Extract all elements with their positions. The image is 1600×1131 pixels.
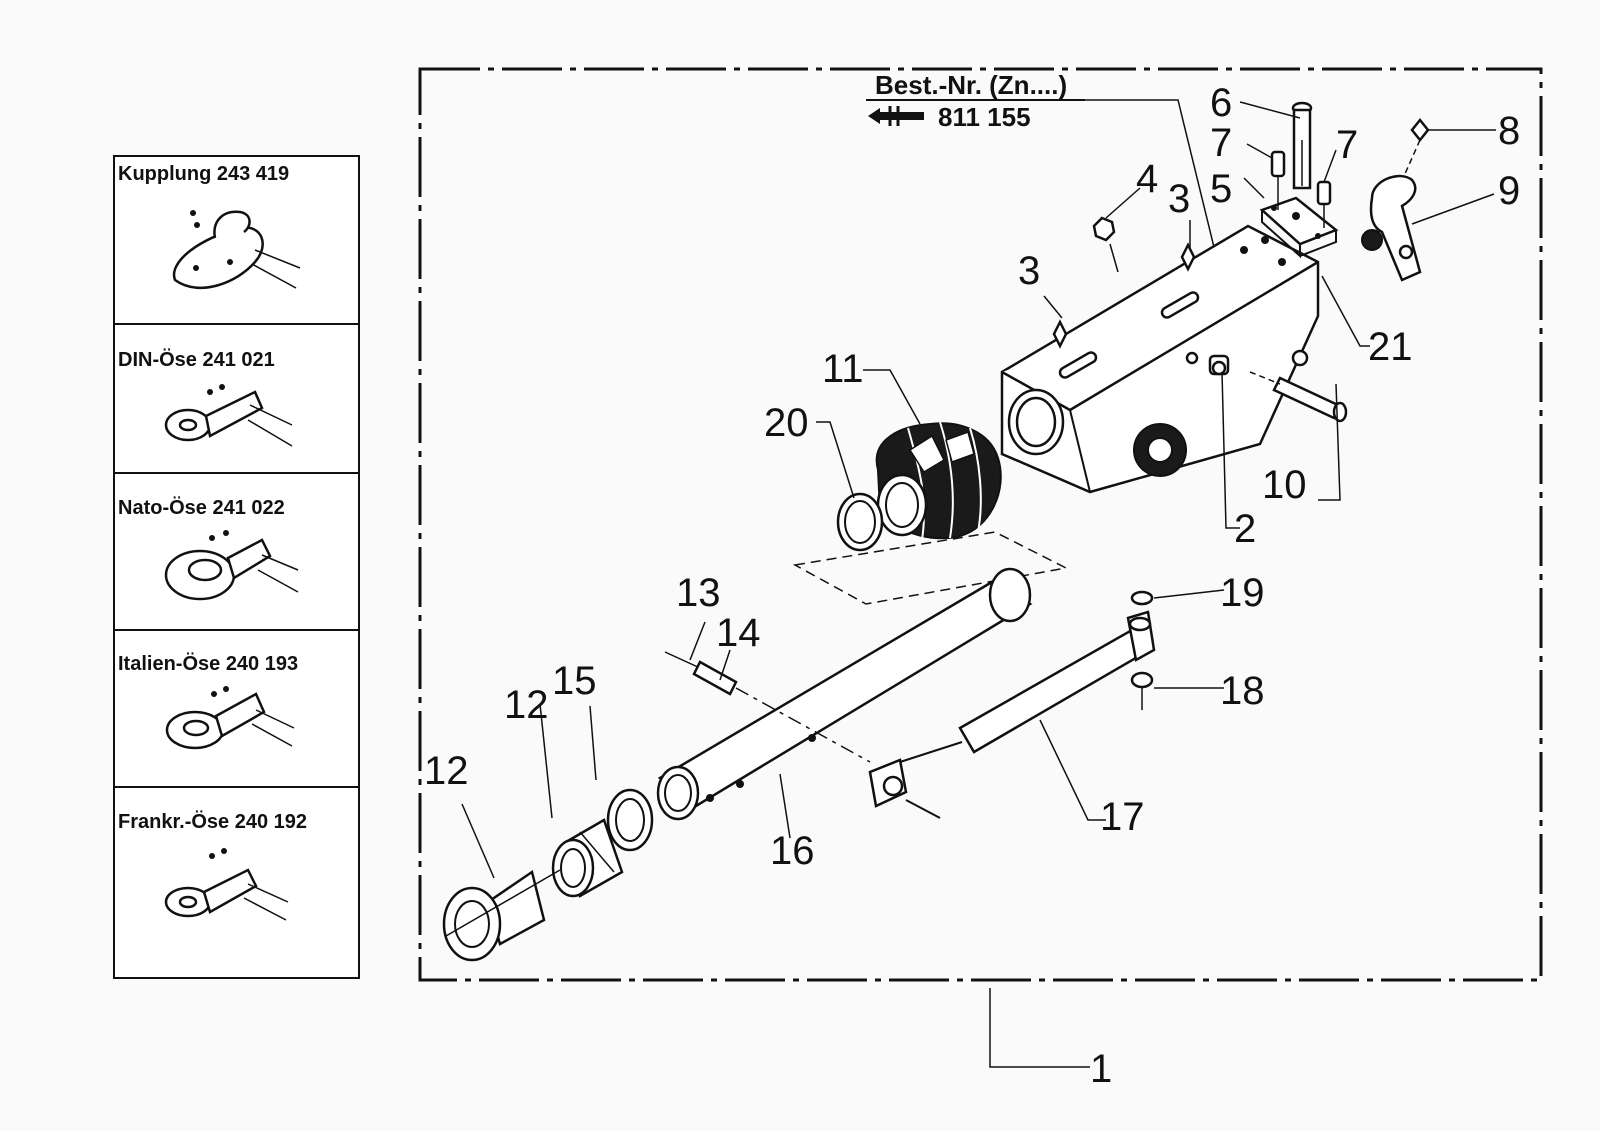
- screw-part: [1052, 242, 1196, 349]
- callout-numbers: 1 2 3 3 4 5 6 7 7 8 9 10 11 12 12 13 14 …: [424, 81, 1520, 1091]
- callout-11: 11: [822, 347, 864, 391]
- sidebar-item-label: DIN-Öse 241 021: [118, 348, 275, 371]
- order-number: 811 155: [938, 102, 1031, 132]
- sidebar-item-frankreich: Frankr.-Öse 240 192: [118, 810, 307, 921]
- flange-bushing-part: [442, 869, 561, 962]
- sidebar-item-label: Kupplung 243 419: [118, 163, 289, 185]
- nut-part: [1092, 216, 1116, 242]
- hinge-pin-part: [1249, 371, 1348, 423]
- cover-plate-part: [1259, 196, 1339, 259]
- shock-absorber-part: [868, 610, 1156, 819]
- callout-5: 5: [1210, 167, 1232, 211]
- lever-part: [1361, 174, 1422, 282]
- sidebar-item-label: Italien-Öse 240 193: [118, 652, 298, 675]
- spring-pin-part: [664, 651, 871, 763]
- callout-14: 14: [716, 611, 761, 655]
- callout-4: 4: [1136, 157, 1158, 201]
- sealing-ring-part: [836, 492, 884, 552]
- din-eye-icon: [164, 384, 293, 447]
- sidebar-item-label: Frankr.-Öse 240 192: [118, 810, 307, 833]
- arrow-icon: [868, 106, 924, 126]
- callout-2: 2: [1234, 507, 1256, 551]
- coupling-head-icon: [172, 210, 301, 290]
- sidebar-item-nato: Nato-Öse 241 022: [118, 496, 299, 601]
- housing-body: [1000, 224, 1320, 494]
- callout-3: 3: [1018, 249, 1040, 293]
- sidebar-item-label: Nato-Öse 241 022: [118, 496, 285, 519]
- order-number-block: Best.-Nr. (Zn....) 811 155: [866, 70, 1223, 281]
- callout-7: 7: [1210, 121, 1232, 165]
- callout-10: 10: [1262, 463, 1307, 507]
- callout-6: 6: [1210, 81, 1232, 125]
- callout-15: 15: [552, 659, 597, 703]
- retaining-ring-part: [606, 788, 654, 852]
- assembly-line: [792, 531, 1069, 605]
- italy-eye-icon: [165, 686, 295, 750]
- sidebar-item-din: DIN-Öse 241 021: [118, 348, 293, 447]
- sidebar-item-italien: Italien-Öse 240 193: [118, 652, 298, 750]
- callout-20: 20: [764, 401, 809, 445]
- callout-9: 9: [1498, 169, 1520, 213]
- washer-part: [1130, 590, 1154, 710]
- callout-19: 19: [1220, 571, 1265, 615]
- callout-16: 16: [770, 829, 815, 873]
- callout-3: 3: [1168, 177, 1190, 221]
- leader-lines: [461, 101, 1496, 1068]
- callout-1: 1: [1090, 1047, 1112, 1091]
- callout-7: 7: [1336, 123, 1358, 167]
- order-label: Best.-Nr. (Zn....): [875, 70, 1067, 100]
- assembly-frame: [418, 67, 1543, 982]
- callout-13: 13: [676, 571, 721, 615]
- callout-12: 12: [504, 683, 549, 727]
- nato-eye-icon: [164, 530, 299, 601]
- callout-12: 12: [424, 749, 469, 793]
- grease-nipple-part: [1185, 351, 1230, 376]
- small-screw-part: [1270, 150, 1332, 228]
- cap-nipple-part: [1403, 117, 1430, 177]
- sidebar-variants: Kupplung 243 419 DIN-Öse 241 021: [113, 155, 360, 979]
- france-eye-icon: [164, 848, 289, 921]
- bellows-part: [875, 421, 1002, 541]
- callout-18: 18: [1220, 669, 1265, 713]
- callout-21: 21: [1368, 325, 1413, 369]
- callout-8: 8: [1498, 109, 1520, 153]
- callout-17: 17: [1100, 795, 1145, 839]
- sidebar-item-kupplung: Kupplung 243 419: [118, 163, 301, 290]
- long-bolt-part: [1291, 101, 1313, 190]
- draw-tube-part: [656, 567, 1033, 821]
- bushing-part: [551, 818, 624, 898]
